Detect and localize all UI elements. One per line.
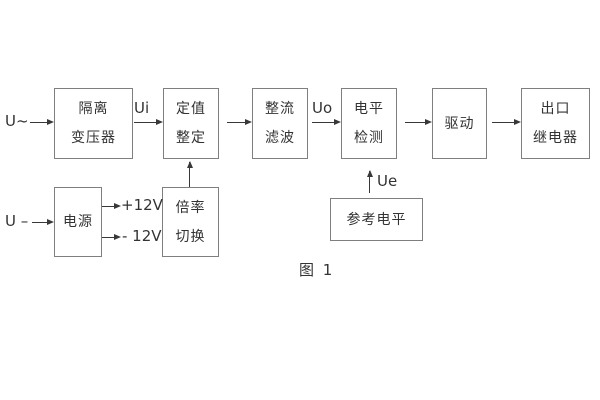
block-level-detection: 电平 检测 [341, 88, 397, 159]
block-label: 切换 [175, 228, 206, 245]
arrow-detection-to-drive [405, 119, 432, 126]
block-label: 检测 [354, 130, 384, 146]
ac-input-label: U~ [5, 112, 29, 130]
block-label: 整流 [265, 101, 295, 117]
block-label: 定值 [176, 101, 206, 117]
arrow-ratio-switch-to-setting [186, 161, 193, 187]
plus-12v-label: +12V [121, 196, 163, 214]
block-reference-level: 参考电平 [330, 198, 423, 241]
block-label: 滤波 [265, 130, 295, 146]
arrow-ue-reference-to-detection [366, 170, 373, 193]
arrow-ui-transformer-to-setting [134, 119, 163, 126]
block-label: 继电器 [533, 130, 578, 146]
block-ratio-switch: 倍率 切换 [162, 187, 219, 257]
arrow-drive-to-relay [492, 119, 521, 126]
block-label: 变压器 [71, 130, 116, 146]
figure-caption: 图 1 [299, 261, 335, 279]
block-output-relay: 出口 继电器 [521, 88, 590, 159]
block-label: 参考电平 [346, 211, 407, 228]
arrow-uo-rectifier-to-detection [312, 119, 341, 126]
block-label: 隔离 [78, 101, 109, 117]
dc-input-label: U – [5, 212, 29, 230]
signal-ue-label: Ue [377, 172, 398, 190]
block-isolation-transformer: 隔离 变压器 [54, 88, 133, 159]
block-rectifier-filter: 整流 滤波 [252, 88, 308, 159]
block-label: 电平 [354, 101, 384, 117]
block-value-setting: 定值 整定 [163, 88, 219, 159]
block-label: 倍率 [175, 199, 206, 216]
arrow-power-plus12 [102, 203, 121, 210]
minus-12v-label: - 12V [122, 227, 162, 245]
block-label: 电源 [63, 214, 93, 230]
block-label: 出口 [540, 101, 571, 117]
block-label: 驱动 [444, 115, 475, 132]
arrow-dc-input-to-power [32, 219, 54, 226]
arrow-ac-input-to-transformer [30, 119, 54, 126]
arrow-setting-to-rectifier [227, 119, 252, 126]
block-power-supply: 电源 [54, 187, 102, 257]
signal-ui-label: Ui [134, 99, 150, 117]
block-drive: 驱动 [432, 88, 487, 159]
block-label: 整定 [176, 130, 206, 146]
arrow-power-minus12 [102, 234, 121, 241]
signal-uo-label: Uo [312, 99, 333, 117]
